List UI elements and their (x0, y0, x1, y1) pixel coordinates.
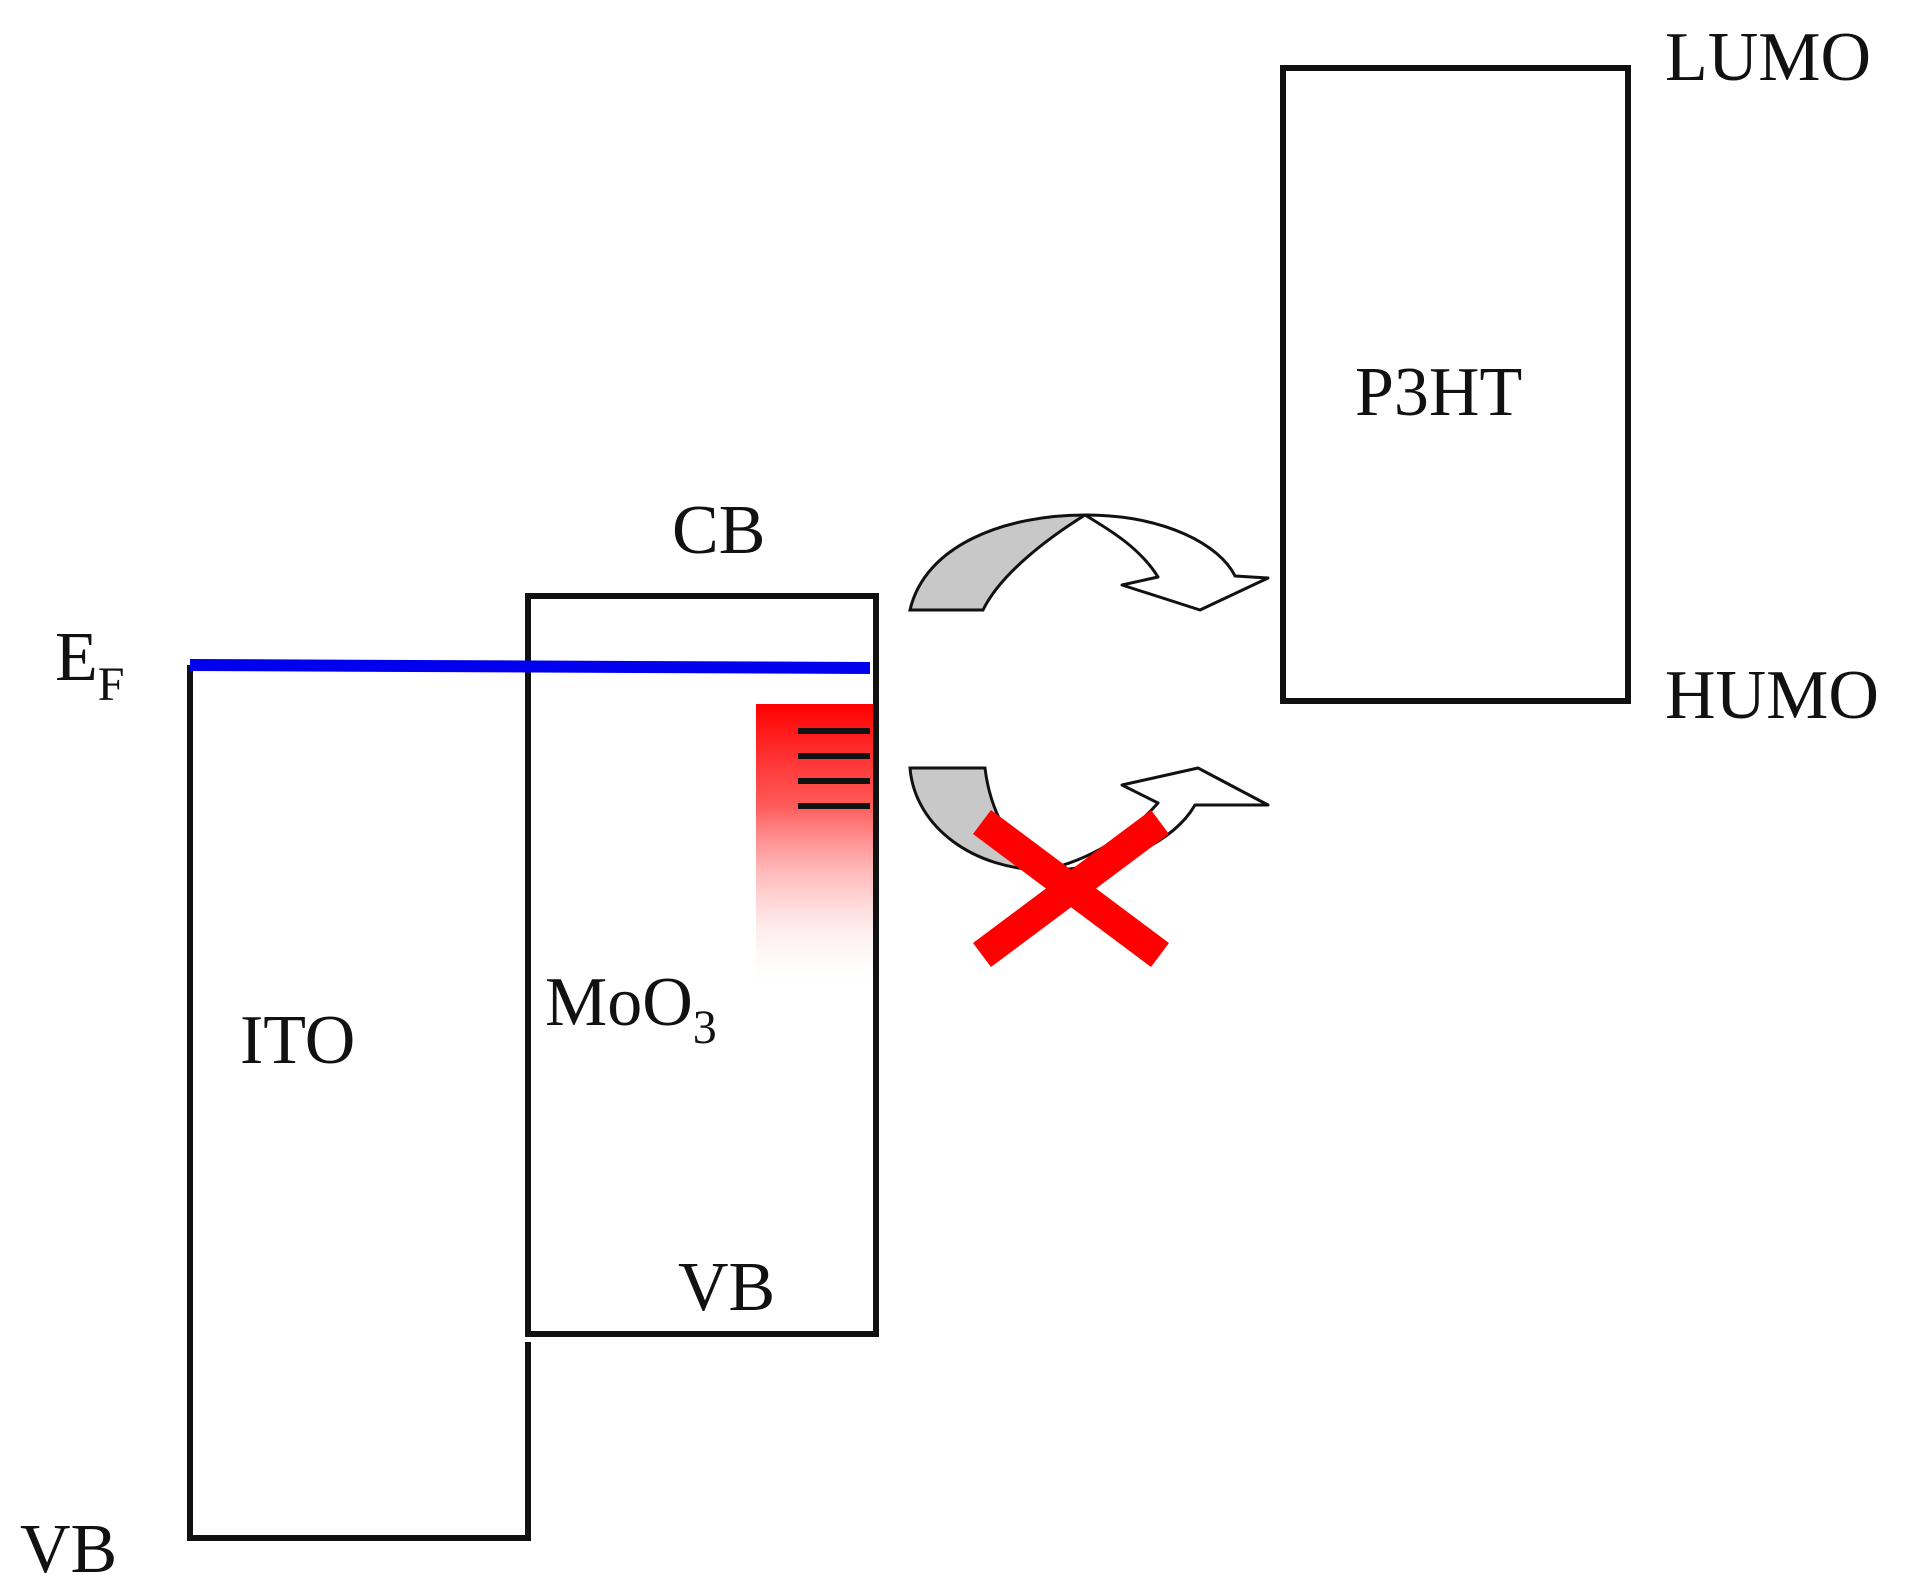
moo3-subscript: 3 (693, 1001, 717, 1054)
homo-label: HUMO (1665, 657, 1879, 734)
p3ht-box (1280, 65, 1631, 704)
fermi-level-line (189, 659, 871, 674)
moo3-box (525, 593, 879, 1337)
moo3-vb-label: VB (678, 1249, 775, 1326)
moo3-formula: MoO (545, 964, 693, 1041)
red-x-icon (973, 809, 1169, 968)
moo3-label: MoO3 (545, 964, 717, 1054)
fermi-level-label: EF (55, 619, 124, 711)
cb-label: CB (672, 492, 765, 569)
ito-vb-label: VB (20, 1511, 117, 1588)
ito-label: ITO (240, 1002, 355, 1079)
gap-states-region (756, 704, 873, 994)
fermi-level-subscript: F (98, 658, 125, 711)
fermi-level-symbol: E (55, 619, 98, 696)
ito-band-outline (187, 665, 531, 1541)
p3ht-label: P3HT (1355, 354, 1522, 431)
curved-arrow-icon (908, 513, 1270, 612)
lumo-label: LUMO (1665, 19, 1871, 96)
gap-state-lines (798, 728, 870, 809)
curved-arrow-icon (908, 766, 1270, 872)
